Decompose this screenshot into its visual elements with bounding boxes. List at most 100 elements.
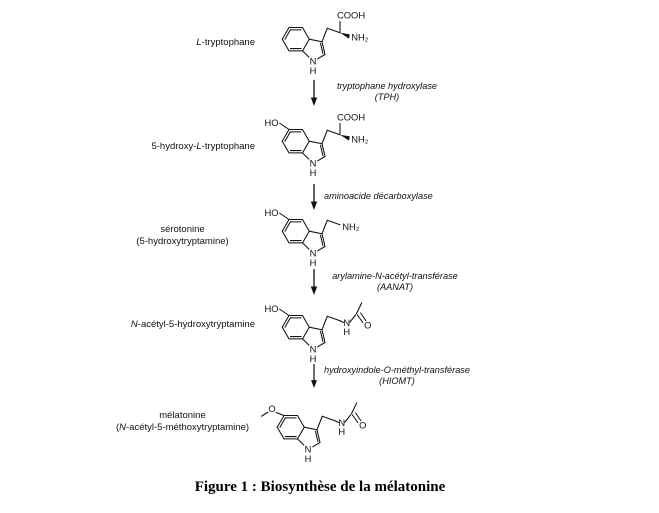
hydroxyl-bond (279, 308, 290, 317)
amide-bond (334, 420, 339, 423)
bond (317, 245, 326, 252)
bond (321, 329, 326, 344)
bond (321, 415, 336, 422)
compound-name-post: -tryptophane (201, 37, 255, 48)
carbonyl-bond-inner (355, 412, 362, 422)
bond (281, 38, 290, 52)
compound-name-italic: N (119, 422, 127, 433)
reaction-arrow-down-icon (310, 184, 318, 210)
compound-name-pre: (5-hydroxytryptamine) (136, 236, 229, 247)
bond (276, 414, 285, 428)
bond (301, 338, 310, 346)
double-bond-inner (319, 144, 324, 157)
bond (321, 129, 328, 145)
bond (326, 27, 341, 34)
arrow-head (311, 380, 317, 388)
double-bond-inner (279, 417, 286, 428)
amide-h-label: H (338, 427, 345, 437)
amine-label: NH₂ (351, 32, 369, 42)
bond (308, 140, 323, 145)
compound-name-italic: L (196, 141, 202, 152)
bond (301, 128, 310, 142)
pyrrole-h-label: H (310, 354, 317, 364)
bond (321, 41, 326, 56)
double-bond-inner (284, 317, 291, 328)
ether-bond (275, 411, 285, 417)
enzyme-abbrev: (AANAT) (376, 282, 414, 292)
wedge-bond (340, 32, 350, 39)
pyrrole-n-label: N (310, 249, 317, 259)
bond (281, 326, 290, 340)
bond (317, 155, 326, 162)
double-bond-inner (319, 42, 324, 55)
compound-name-line: sérotonine (105, 224, 260, 236)
amide-n-label: N (343, 318, 350, 328)
bond (303, 426, 318, 431)
enzyme-label-hiomt: hydroxyindole-O-méthyl-transférase (HIOM… (318, 365, 476, 387)
bond (326, 219, 341, 226)
pyrrole-h-label: H (310, 168, 317, 178)
hydroxyl-bond (279, 122, 290, 131)
compound-synonym-line: (N-acétyl-5-méthoxytryptamine) (90, 422, 275, 434)
bond (281, 26, 290, 40)
compound-label-n-acetyl-5-hydroxytryptamine: N-acétyl-5-hydroxytryptamine (40, 319, 255, 331)
bond (301, 38, 310, 52)
pyrrole-n-label: N (310, 159, 317, 169)
bond (281, 314, 290, 328)
amine-label: NH₂ (342, 222, 360, 232)
bond (301, 140, 310, 154)
bond (321, 143, 326, 158)
amide-n-label: N (338, 418, 345, 428)
amine-label: NH₂ (351, 134, 369, 144)
bond (301, 26, 310, 40)
enzyme-label-aanat: arylamine-N-acétyl-transférase (AANAT) (320, 271, 470, 293)
pyrrole-n-label: N (310, 345, 317, 355)
compound-name-post: -tryptophane (201, 141, 255, 152)
carboxyl-label: COOH (337, 11, 365, 21)
bond (308, 230, 323, 235)
bond (317, 341, 326, 348)
double-bond-inner (284, 29, 291, 40)
double-bond-inner (284, 221, 291, 232)
compound-name-post: -acétyl-5-méthoxytryptamine) (126, 422, 250, 433)
bond (281, 140, 290, 154)
methyl-bond (260, 411, 269, 417)
amide-bond (344, 414, 352, 423)
compound-name-line: N-acétyl-5-hydroxytryptamine (40, 319, 255, 331)
compound-name-line: mélatonine (90, 410, 275, 422)
bond (316, 429, 321, 444)
compound-label-serotonine: sérotonine (5-hydroxytryptamine) (105, 224, 260, 248)
bond (276, 426, 285, 440)
arrow-head (310, 286, 318, 295)
bond (301, 50, 310, 58)
double-bond-inner (319, 330, 324, 343)
enzyme-name: tryptophane hydroxylase (336, 81, 438, 91)
carbonyl-o-label: O (359, 420, 366, 430)
compound-label-melatonine: mélatonine (N-acétyl-5-méthoxytryptamine… (90, 410, 275, 434)
compound-name-line: 5-hydroxy-L-tryptophane (40, 141, 255, 153)
carboxyl-label: COOH (337, 113, 365, 123)
enzyme-label-tph: tryptophane hydroxylase (TPH) (322, 81, 452, 103)
compound-label-5-hydroxy-l-tryptophane: 5-hydroxy-L-tryptophane (40, 141, 255, 153)
carbonyl-o-label: O (364, 320, 371, 330)
bond (308, 326, 323, 331)
bond (296, 414, 305, 428)
pyrrole-n-label: N (305, 445, 312, 455)
bond (301, 242, 310, 250)
bond (321, 27, 328, 43)
pyrrole-h-label: H (310, 258, 317, 268)
compound-label-l-tryptophane: L-tryptophane (40, 37, 255, 49)
arrow-head (310, 97, 318, 106)
bond (326, 129, 341, 136)
hydroxyl-bond (279, 212, 290, 221)
enzyme-name: arylamine-N-acétyl-transférase (332, 271, 458, 281)
bond (301, 326, 310, 340)
carbonyl-bond (351, 414, 359, 424)
bond (301, 314, 310, 328)
bond (281, 218, 290, 232)
bond (301, 152, 310, 160)
bond (326, 315, 341, 322)
bond (301, 230, 310, 244)
